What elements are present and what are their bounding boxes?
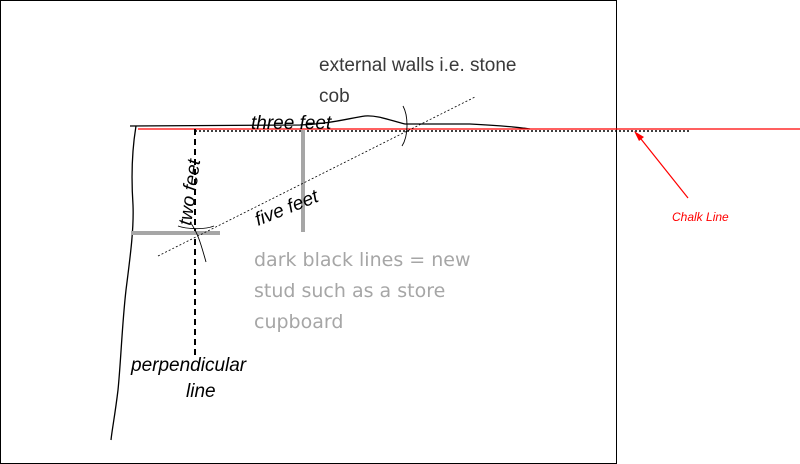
perpendicular-label-line1: perpendicular (130, 355, 247, 376)
external-walls-label-line2: cob (319, 86, 350, 107)
stud-note-line1: dark black lines = new (254, 249, 471, 271)
chalk-line-arrow-head (634, 131, 644, 141)
arc-mark-two-feet (177, 225, 215, 230)
stud-note-line2: stud such as a store (254, 280, 445, 302)
chalk-line-arrow-shaft (636, 133, 689, 199)
arc-mark-five-feet (189, 221, 207, 263)
external-wall-left (110, 125, 137, 441)
external-walls-label-line1: external walls i.e. stone (319, 55, 517, 76)
stud-note-line3: cupboard (254, 311, 343, 333)
arc-mark-diagonal-top (401, 105, 408, 147)
perpendicular-label-line2: line (186, 381, 216, 402)
chalk-line-label: Chalk Line (672, 210, 729, 224)
three-feet-label: three feet (251, 113, 332, 134)
five-feet-diagonal-line (157, 96, 476, 257)
page-frame (0, 0, 617, 464)
external-wall-top (129, 115, 531, 130)
